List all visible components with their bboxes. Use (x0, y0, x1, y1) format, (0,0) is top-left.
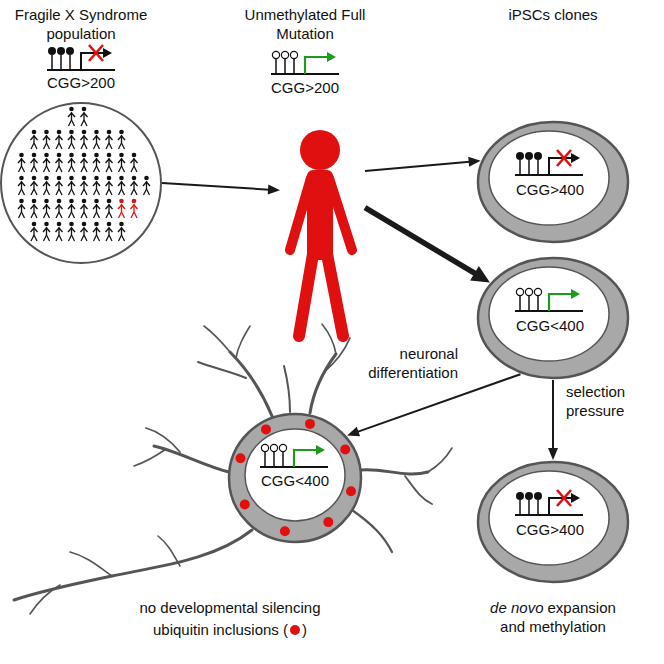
outcome-note: de novo (490, 599, 543, 616)
arrowhead (548, 448, 558, 460)
patient-figure-outline (280, 128, 365, 343)
arrowhead (468, 157, 480, 167)
edge-label: neuronal differentiation (332, 344, 458, 382)
population-circle: Fragile X Syndrome populationCGG>200 (0, 102, 162, 264)
patient-figure: Unmethylated Full MutationCGG>200 (280, 128, 365, 343)
connector-arrow (365, 208, 475, 274)
neuron-soma: CGG<400 (227, 412, 363, 544)
outcome-note: ) (302, 620, 307, 639)
node-heading: Unmethylated Full Mutation (240, 5, 370, 43)
ipsc-cell: CGG>400 (476, 120, 630, 244)
population-circle-outline (0, 102, 162, 264)
repeat-length-label: CGG<400 (245, 471, 345, 490)
inclusion-dot-key (289, 624, 301, 636)
unmethylated-gene-symbol (271, 51, 339, 74)
repeat-length-label: CGG<400 (494, 316, 606, 335)
arrowhead (470, 266, 490, 283)
edge-label: selection pressure (566, 382, 656, 420)
connector-arrow (552, 380, 554, 449)
repeat-length-label: CGG>400 (494, 180, 606, 199)
connector-arrow (162, 183, 269, 190)
ipsc-cell: CGG>400 (476, 460, 630, 584)
connector-arrow (365, 162, 470, 171)
outcome-note: no developmental silencing (100, 598, 360, 617)
connector-arrow (357, 374, 520, 432)
repeat-length-label: CGG>400 (494, 520, 606, 539)
outcome-note-row: ubiquitin inclusions () (90, 620, 370, 639)
ipsc-cell: CGG<400 (476, 256, 630, 380)
node-heading: Fragile X Syndrome population (0, 5, 166, 43)
outcome-note-block: de novoexpansion and methylation (476, 598, 630, 636)
outcome-note: ubiquitin inclusions ( (153, 620, 288, 639)
repeat-length-label: CGG>200 (11, 73, 151, 92)
arrowhead (347, 427, 360, 436)
column-heading: iPSCs clones (503, 5, 603, 24)
arrowhead (268, 185, 280, 195)
methylated-gene-symbol (47, 45, 115, 70)
repeat-length-label: CGG>200 (240, 78, 370, 97)
